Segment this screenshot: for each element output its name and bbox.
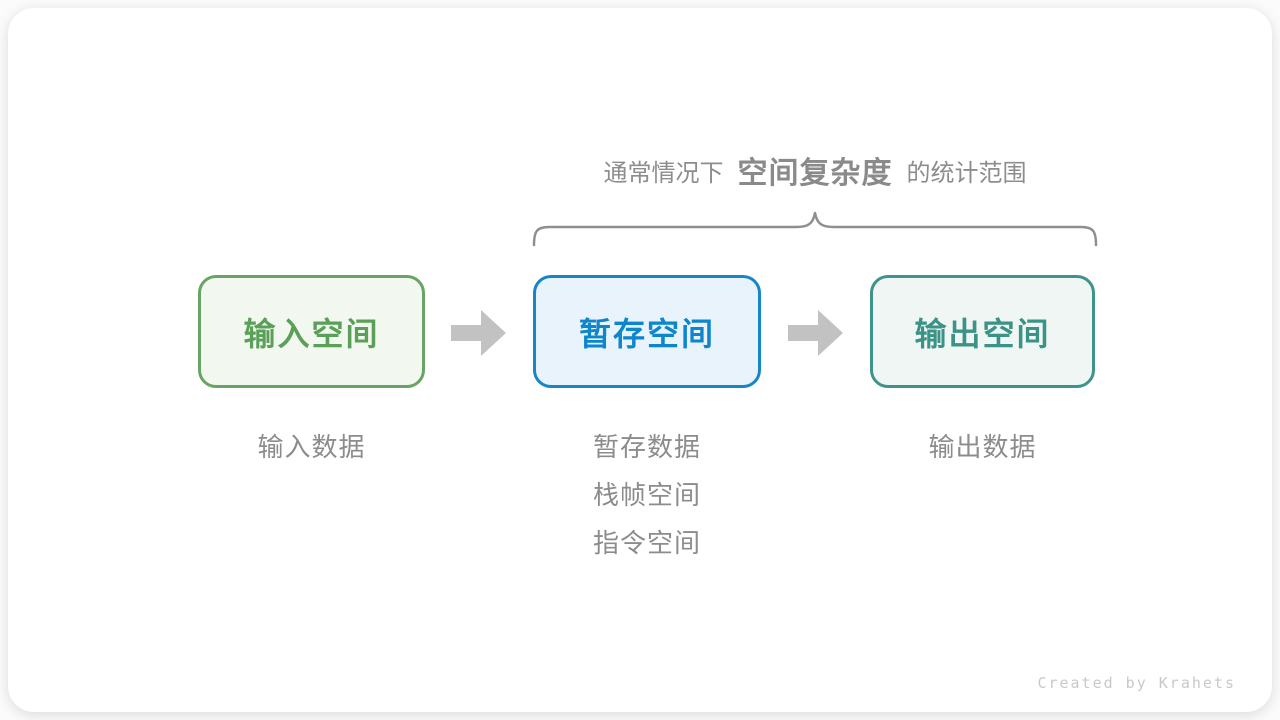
scope-annotation: 通常情况下 空间复杂度 的统计范围 <box>532 148 1098 192</box>
node-label: 输出空间 <box>914 315 1051 352</box>
caption-line: 输入数据 <box>257 432 366 462</box>
caption-buffer-space: 暂存数据 栈帧空间 指令空间 <box>533 423 761 567</box>
credit-text: Created by Krahets <box>1037 674 1236 692</box>
node-output-space: 输出空间 <box>870 275 1095 388</box>
arrow-right-icon <box>451 310 506 356</box>
node-buffer-space: 暂存空间 <box>533 275 761 388</box>
curly-brace-icon <box>532 211 1098 247</box>
diagram-card: 通常情况下 空间复杂度 的统计范围 输入空间 暂存空间 输出空间 输入数据 暂存… <box>8 8 1272 712</box>
annotation-highlight: 空间复杂度 <box>737 157 893 190</box>
caption-line: 输出数据 <box>928 432 1037 462</box>
node-input-space: 输入空间 <box>198 275 425 388</box>
annotation-suffix: 的统计范围 <box>906 159 1027 187</box>
annotation-prefix: 通常情况下 <box>603 159 724 187</box>
caption-line: 栈帧空间 <box>592 480 701 510</box>
caption-input-space: 输入数据 <box>198 423 425 471</box>
caption-output-space: 输出数据 <box>870 423 1095 471</box>
arrow-right-icon <box>788 310 843 356</box>
caption-line: 指令空间 <box>592 528 701 558</box>
caption-line: 暂存数据 <box>592 432 701 462</box>
node-label: 暂存空间 <box>578 315 715 352</box>
node-label: 输入空间 <box>243 315 380 352</box>
